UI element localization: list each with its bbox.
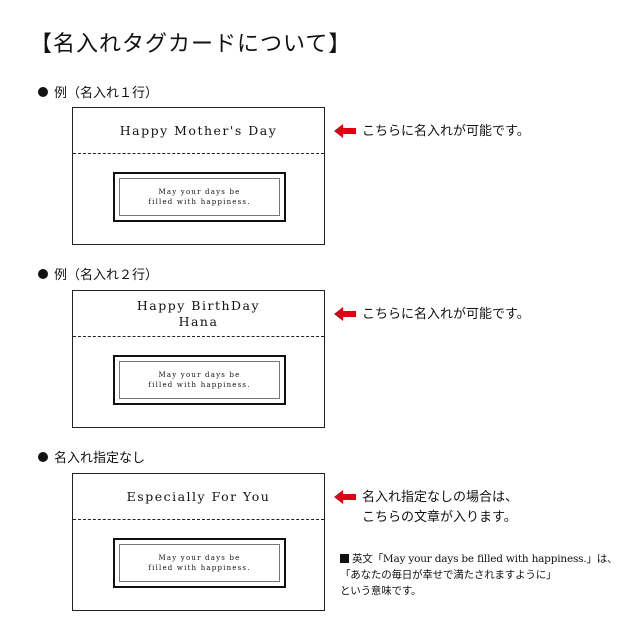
message-frame-inner: May your days be filled with happiness. (119, 361, 280, 399)
note-1: こちらに名入れが可能です。 (334, 122, 530, 142)
message-frame: May your days be filled with happiness. (113, 172, 286, 222)
message-line: filled with happiness. (148, 198, 251, 206)
card-name-area: Happy BirthDay Hana (73, 291, 324, 337)
tag-card-2: Happy BirthDay Hana May your days be fil… (72, 290, 325, 428)
section-label-3: 名入れ指定なし (38, 447, 145, 466)
note-line: こちらに名入れが可能です。 (362, 124, 530, 139)
message-frame-inner: May your days be filled with happiness. (119, 178, 280, 216)
note-line: 名入れ指定なしの場合は、 (362, 490, 519, 505)
description-line: という意味です。 (340, 585, 422, 597)
tag-card-1: Happy Mother's Day May your days be fill… (72, 107, 325, 245)
section-label-text: 例（名入れ２行） (54, 268, 159, 283)
note-3: 名入れ指定なしの場合は、 こちらの文章が入ります。 (334, 488, 518, 528)
card-name-area: Especially For You (73, 474, 324, 520)
message-line: May your days be (158, 188, 241, 196)
message-line: May your days be (158, 371, 241, 379)
description: 英文「May your days be filled with happines… (340, 551, 618, 599)
note-line: こちらの文章が入ります。 (362, 510, 517, 525)
left-arrow-icon (334, 307, 356, 321)
tag-card-3: Especially For You May your days be fill… (72, 473, 325, 611)
black-square-icon (340, 554, 349, 563)
card-line: Especially For You (126, 488, 271, 504)
note-line: こちらに名入れが可能です。 (362, 307, 530, 322)
description-line: 「あなたの毎日が幸せで満たされますように」 (340, 569, 557, 581)
bullet-icon (38, 86, 48, 97)
message-line: filled with happiness. (148, 381, 251, 389)
section-label-1: 例（名入れ１行） (38, 82, 158, 101)
description-line: 英文「May your days be filled with happines… (352, 553, 618, 565)
page-title: 【名入れタグカードについて】 (30, 32, 352, 57)
bullet-icon (38, 451, 48, 462)
section-label-text: 名入れ指定なし (54, 451, 146, 466)
section-label-text: 例（名入れ１行） (54, 86, 159, 101)
message-line: filled with happiness. (148, 564, 251, 572)
left-arrow-icon (334, 124, 356, 138)
message-line: May your days be (158, 554, 241, 562)
section-label-2: 例（名入れ２行） (38, 264, 158, 283)
note-2: こちらに名入れが可能です。 (334, 305, 530, 325)
card-line: Hana (178, 313, 219, 329)
left-arrow-icon (334, 490, 356, 504)
message-frame-inner: May your days be filled with happiness. (119, 544, 280, 582)
card-line: Happy BirthDay (136, 297, 261, 313)
message-frame: May your days be filled with happiness. (113, 538, 286, 588)
bullet-icon (38, 268, 48, 279)
card-line: Happy Mother's Day (119, 122, 278, 138)
message-frame: May your days be filled with happiness. (113, 355, 286, 405)
card-name-area: Happy Mother's Day (73, 108, 324, 154)
